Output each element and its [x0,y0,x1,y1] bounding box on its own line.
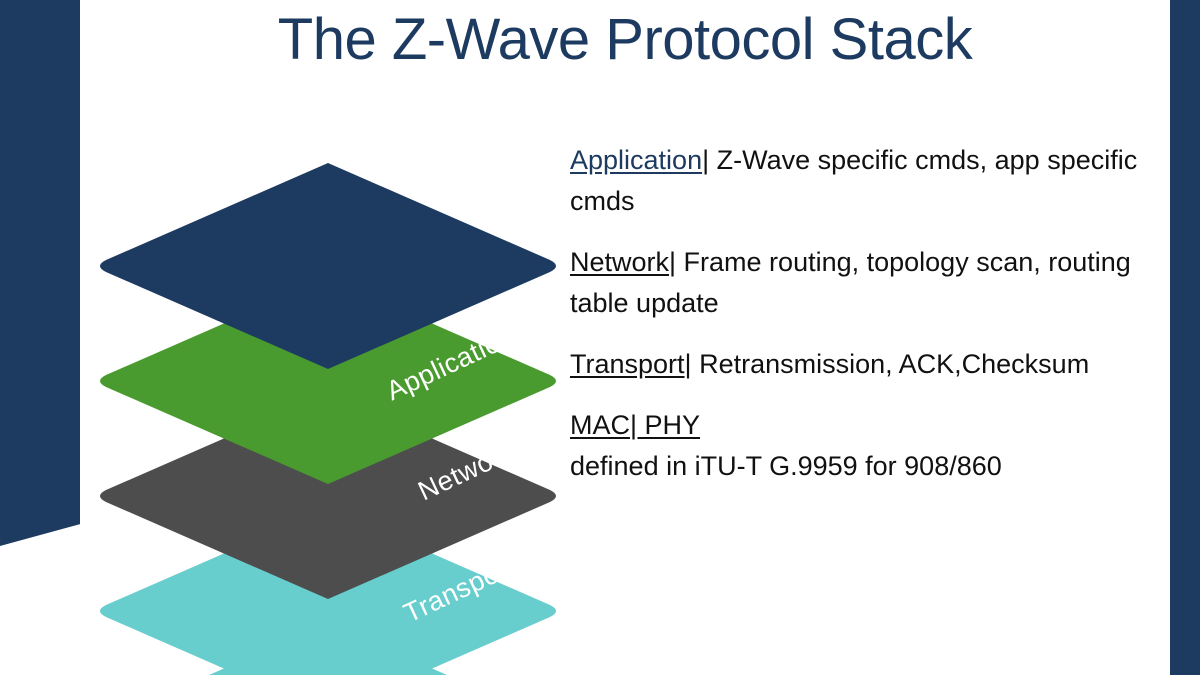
description-text-mac: defined in iTU-T G.9959 for 908/860 [570,451,1002,482]
description-text-network: Frame routing, topology scan, routing ta… [570,247,1131,319]
description-transport: Transport| Retransmission, ACK,Checksum [570,344,1170,385]
stack-layer-application[interactable]: Application [88,157,568,406]
protocol-stack-diagram: MAC Transport Network [88,157,568,675]
description-network: Network| Frame routing, topology scan, r… [570,242,1170,324]
diamond-shape-application [88,157,568,375]
description-text-transport: Retransmission, ACK,Checksum [691,349,1090,380]
description-mac-phy: MAC| PHY defined in iTU-T G.9959 for 908… [570,405,1170,487]
stack-layer-network[interactable]: Network [88,272,568,506]
right-accent-band [1170,0,1200,675]
left-accent-band [0,0,80,546]
description-application: Application| Z-Wave specific cmds, app s… [570,140,1170,222]
description-separator-network: | [669,247,677,278]
description-key-network: Network [570,247,670,278]
diamond-shape-transport [88,387,568,605]
description-key-application: Application [570,145,703,175]
description-separator-transport: | [684,349,692,380]
description-separator-mac: | PHY [630,410,701,441]
diamond-shape-network [88,272,568,490]
description-key-transport: Transport [570,349,685,380]
description-key-mac: MAC [570,410,630,441]
layer-descriptions: Application| Z-Wave specific cmds, app s… [570,140,1170,487]
description-separator-application: | [702,145,710,175]
page-title: The Z-Wave Protocol Stack [277,7,973,72]
description-text-application: Z-Wave specific cmds, app specific cmds [570,145,1138,217]
stack-layer-transport[interactable]: Transport [88,387,568,628]
